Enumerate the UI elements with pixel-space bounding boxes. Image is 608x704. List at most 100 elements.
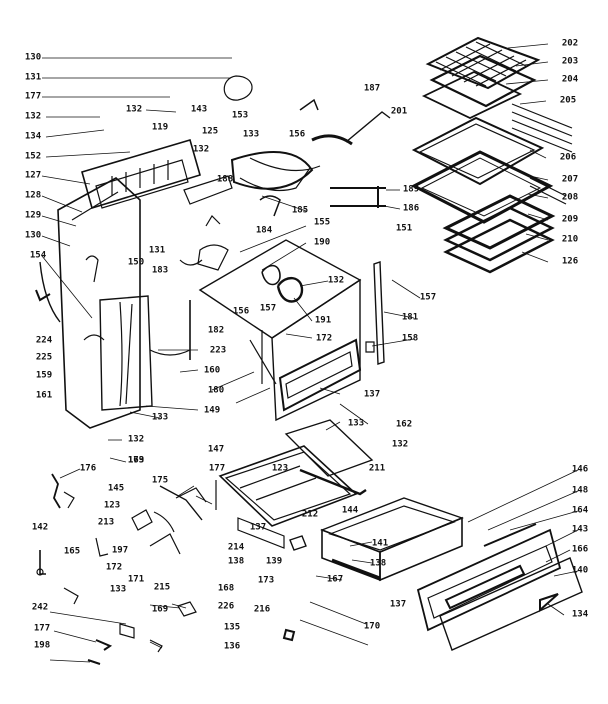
label-155: 155: [313, 217, 331, 228]
label-177-bottom: 177: [33, 623, 51, 634]
label-133-top: 133: [242, 129, 260, 140]
label-201: 201: [390, 106, 408, 117]
label-202: 202: [561, 38, 579, 49]
label-132-c: 132: [192, 144, 210, 155]
label-139: 139: [265, 556, 283, 567]
label-162: 162: [395, 419, 413, 430]
label-130-left: 130: [24, 230, 42, 241]
label-128: 128: [24, 190, 42, 201]
small-hardware-parts: [36, 473, 296, 665]
label-190: 190: [313, 237, 331, 248]
label-148: 148: [571, 485, 589, 496]
label-198: 198: [33, 640, 51, 651]
label-175: 175: [151, 475, 169, 486]
label-160: 160: [203, 365, 221, 376]
label-176: 176: [79, 463, 97, 474]
label-133-low: 133: [347, 418, 365, 429]
label-140: 140: [571, 565, 589, 576]
label-173: 173: [257, 575, 275, 586]
label-182: 182: [207, 325, 225, 336]
label-188: 188: [216, 174, 234, 185]
label-132-d: 132: [327, 275, 345, 286]
label-167: 167: [326, 574, 344, 585]
label-151: 151: [395, 223, 413, 234]
label-191: 191: [314, 315, 332, 326]
label-144: 144: [341, 505, 359, 516]
label-164: 164: [571, 505, 589, 516]
label-156: 156: [288, 129, 306, 140]
label-187: 187: [363, 83, 381, 94]
label-150: 150: [127, 257, 145, 268]
label-137-mid: 137: [249, 522, 267, 533]
label-203: 203: [561, 56, 579, 67]
label-143: 143: [571, 524, 589, 535]
label-135: 135: [223, 622, 241, 633]
label-138: 138: [369, 558, 387, 569]
label-197: 197: [111, 545, 129, 556]
leader-lines: [41, 43, 579, 663]
label-127: 127: [24, 170, 42, 181]
label-123-top: 123: [271, 463, 289, 474]
label-168: 168: [217, 583, 235, 594]
oven-frame: [198, 239, 385, 422]
label-136: 136: [223, 641, 241, 652]
label-205: 205: [559, 95, 577, 106]
label-210: 210: [561, 234, 579, 245]
left-side-panel: [35, 177, 229, 429]
label-209: 209: [561, 214, 579, 225]
label-179: 179: [127, 455, 145, 466]
broiler-grill-assembly: [410, 36, 573, 274]
label-132-a: 132: [125, 104, 143, 115]
label-189: 189: [402, 184, 420, 195]
label-212: 212: [301, 509, 319, 520]
label-223: 223: [209, 345, 227, 356]
label-133-mid: 133: [151, 412, 169, 423]
label-126: 126: [561, 256, 579, 267]
label-138-right: 138: [227, 556, 245, 567]
label-213: 213: [97, 517, 115, 528]
label-137-bottom: 137: [389, 599, 407, 610]
label-154: 154: [29, 250, 47, 261]
label-141: 141: [371, 538, 389, 549]
label-163: 163: [127, 455, 145, 466]
label-131: 131: [24, 72, 42, 83]
label-130: 130: [24, 52, 42, 63]
label-184: 184: [255, 225, 273, 236]
storage-drawer: [320, 497, 464, 582]
label-170: 170: [363, 621, 381, 632]
label-132-b: 132: [24, 111, 42, 122]
label-146: 146: [571, 464, 589, 475]
label-158: 158: [401, 333, 419, 344]
label-206: 206: [559, 152, 577, 163]
drawer-front-panel: [416, 523, 583, 651]
label-185: 185: [291, 205, 309, 216]
label-216: 216: [253, 604, 271, 615]
label-143-top: 143: [190, 104, 208, 115]
label-157-b: 157: [259, 303, 277, 314]
label-132-f: 132: [391, 439, 409, 450]
label-134: 134: [24, 131, 42, 142]
label-242: 242: [31, 602, 49, 613]
label-208: 208: [561, 192, 579, 203]
label-215: 215: [153, 582, 171, 593]
label-125: 125: [201, 126, 219, 137]
label-134-bottom: 134: [571, 609, 589, 620]
label-211: 211: [368, 463, 386, 474]
label-214: 214: [227, 542, 245, 553]
label-165: 165: [63, 546, 81, 557]
label-166: 166: [571, 544, 589, 555]
label-171: 171: [127, 574, 145, 585]
label-172: 172: [105, 562, 123, 573]
label-169: 169: [151, 604, 169, 615]
label-207: 207: [561, 174, 579, 185]
label-129: 129: [24, 210, 42, 221]
label-172-right: 172: [315, 333, 333, 344]
label-177-mid: 177: [208, 463, 226, 474]
burner-and-control-panel: [81, 75, 391, 217]
label-225: 225: [35, 352, 53, 363]
label-159: 159: [35, 370, 53, 381]
label-157-a: 157: [419, 292, 437, 303]
label-137-left: 137: [363, 389, 381, 400]
